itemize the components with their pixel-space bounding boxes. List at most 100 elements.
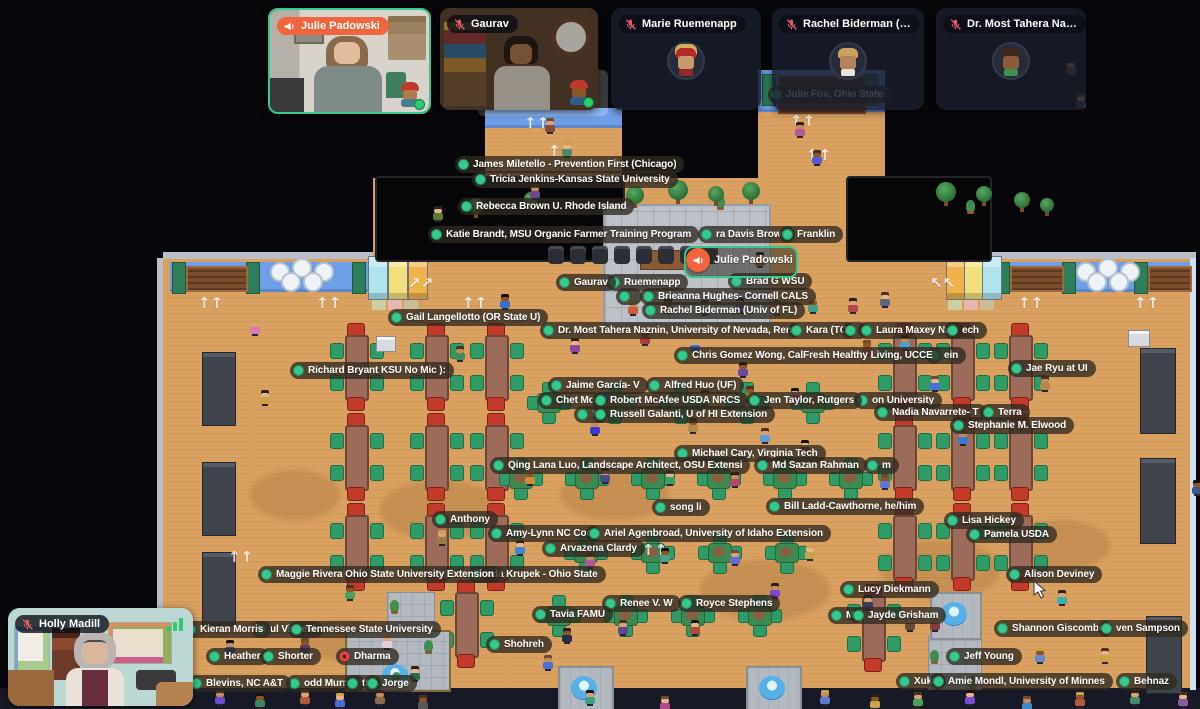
player-avatar[interactable] bbox=[215, 690, 225, 706]
player-avatar[interactable] bbox=[848, 298, 858, 314]
online-status-dot bbox=[589, 528, 600, 539]
participant-name: Julie Padowski bbox=[301, 20, 380, 32]
player-avatar[interactable] bbox=[1192, 480, 1200, 496]
player-name-label: Stephanie M. Elwood bbox=[950, 417, 1075, 434]
player-avatar[interactable] bbox=[437, 530, 447, 546]
map-decor bbox=[1009, 425, 1033, 491]
player-avatar[interactable] bbox=[1075, 692, 1085, 708]
player-avatar[interactable] bbox=[1178, 692, 1188, 708]
player-avatar[interactable] bbox=[690, 620, 700, 636]
map-decor bbox=[976, 465, 990, 481]
map-decor bbox=[982, 199, 986, 206]
player-avatar[interactable] bbox=[820, 690, 830, 706]
player-avatar[interactable] bbox=[335, 693, 345, 709]
player-avatar[interactable] bbox=[730, 550, 740, 566]
map-decor bbox=[1045, 209, 1049, 216]
online-status-dot bbox=[458, 159, 469, 170]
stage-chair bbox=[570, 246, 586, 264]
online-status-dot bbox=[947, 325, 958, 336]
player-avatar[interactable] bbox=[345, 585, 355, 601]
map-decor bbox=[370, 523, 384, 539]
map-decor bbox=[424, 640, 433, 651]
player-avatar[interactable] bbox=[1130, 690, 1140, 706]
player-avatar[interactable] bbox=[660, 548, 670, 564]
player-avatar[interactable] bbox=[250, 320, 260, 336]
player-avatar[interactable] bbox=[570, 338, 580, 354]
map-decor bbox=[1020, 205, 1024, 212]
map-decor bbox=[633, 201, 637, 208]
pixel-avatar-circle bbox=[992, 42, 1030, 80]
megaphone-icon bbox=[693, 256, 703, 264]
player-avatar[interactable] bbox=[1022, 696, 1032, 709]
map-decor bbox=[887, 636, 901, 652]
player-avatar[interactable] bbox=[880, 292, 890, 308]
video-tile-holly-madill[interactable]: Holly Madill bbox=[8, 608, 193, 706]
player-name-label: Behnaz bbox=[1116, 673, 1177, 690]
player-avatar[interactable] bbox=[590, 420, 600, 436]
player-avatar[interactable] bbox=[1100, 648, 1110, 664]
participant-name: Holly Madill bbox=[39, 618, 101, 630]
player-avatar[interactable] bbox=[738, 362, 748, 378]
map-decor bbox=[918, 555, 932, 571]
map-decor bbox=[712, 473, 724, 483]
player-avatar[interactable] bbox=[545, 118, 555, 134]
player-name-label: Jen Taylor, Rutgers bbox=[746, 392, 863, 409]
map-decor bbox=[713, 562, 727, 574]
player-name-label: Kieran Morris bbox=[182, 621, 272, 638]
player-avatar[interactable] bbox=[543, 655, 553, 671]
player-avatar[interactable] bbox=[255, 693, 265, 709]
player-avatar[interactable] bbox=[730, 472, 740, 488]
online-status-dot bbox=[861, 325, 872, 336]
video-tile-julie-padowski[interactable]: Julie Padowski bbox=[268, 8, 431, 114]
player-avatar[interactable] bbox=[455, 346, 465, 362]
video-tile-most-tahera[interactable]: Dr. Most Tahera Na… bbox=[936, 8, 1086, 110]
online-status-dot bbox=[595, 395, 606, 406]
player-name-label: Julie Padowski bbox=[714, 254, 793, 266]
player-avatar[interactable] bbox=[965, 690, 975, 706]
map-top-wall bbox=[988, 252, 1196, 259]
participant-name: Dr. Most Tahera Na… bbox=[967, 18, 1077, 30]
player-avatar[interactable] bbox=[1057, 590, 1067, 606]
online-status-dot bbox=[749, 395, 760, 406]
player-avatar[interactable] bbox=[805, 545, 815, 561]
video-tile-rachel-biderman[interactable]: Rachel Biderman (… bbox=[772, 8, 924, 110]
map-decor bbox=[470, 433, 484, 449]
player-avatar[interactable] bbox=[515, 540, 525, 556]
player-avatar[interactable] bbox=[418, 695, 428, 709]
participant-name-pill: Marie Ruemenapp bbox=[618, 15, 746, 33]
video-tile-gaurav[interactable]: Gaurav bbox=[440, 8, 598, 110]
player-avatar[interactable] bbox=[1035, 648, 1045, 664]
player-name-label: Gail Langellotto (OR State U) bbox=[388, 309, 549, 326]
online-status-dot bbox=[577, 409, 588, 420]
online-status-dot bbox=[1119, 676, 1130, 687]
player-avatar[interactable] bbox=[500, 294, 510, 310]
player-name-label: Brieanna Hughes- Cornell CALS bbox=[640, 288, 816, 305]
video-tile-marie-ruemenapp[interactable]: Marie Ruemenapp bbox=[611, 8, 761, 110]
player-avatar[interactable] bbox=[760, 428, 770, 444]
player-avatar[interactable] bbox=[795, 122, 805, 138]
player-avatar[interactable] bbox=[1040, 376, 1050, 392]
player-avatar[interactable] bbox=[930, 376, 940, 392]
direction-arrow: ↑↑ bbox=[642, 541, 668, 559]
player-avatar[interactable] bbox=[870, 694, 880, 709]
player-avatar[interactable] bbox=[880, 474, 890, 490]
direction-arrow: ↑↑ bbox=[1018, 294, 1044, 312]
player-avatar[interactable] bbox=[433, 206, 443, 222]
player-avatar[interactable] bbox=[618, 620, 628, 636]
map-decor bbox=[994, 433, 1008, 449]
player-avatar[interactable] bbox=[585, 690, 595, 706]
map-decor bbox=[878, 555, 892, 571]
participant-name-pill: Holly Madill bbox=[15, 615, 110, 633]
player-avatar[interactable] bbox=[562, 628, 572, 644]
player-avatar[interactable] bbox=[660, 696, 670, 709]
player-avatar[interactable] bbox=[260, 390, 270, 406]
player-avatar[interactable] bbox=[913, 692, 923, 708]
player-avatar[interactable] bbox=[375, 690, 385, 706]
player-name-label: ven Sampson bbox=[1098, 620, 1188, 637]
online-status-dot bbox=[681, 598, 692, 609]
player-name-label: Amy-Lynn NC Coo bbox=[488, 525, 601, 542]
hex-table bbox=[1087, 272, 1107, 292]
player-avatar[interactable] bbox=[812, 150, 822, 166]
player-avatar[interactable] bbox=[300, 690, 310, 706]
